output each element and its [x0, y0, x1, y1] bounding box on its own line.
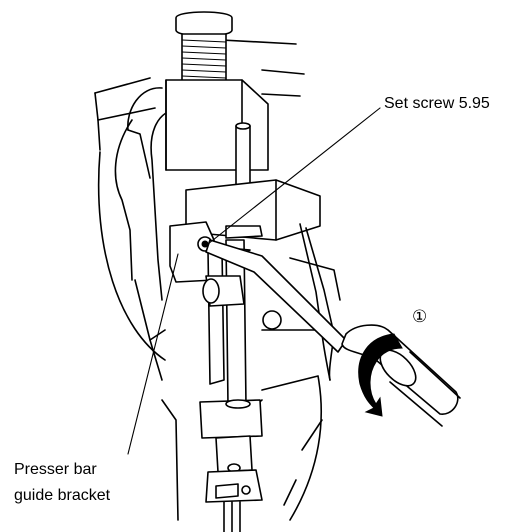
step-marker: ①	[412, 307, 427, 327]
machine-frame-lines	[94, 37, 305, 151]
counterclockwise-rotation-arrow-icon	[358, 333, 403, 417]
presser-bar-label-line2: guide bracket	[14, 487, 111, 504]
upper-block	[165, 79, 269, 171]
leader-lines	[127, 107, 381, 455]
presser-bar-label-line1: Presser bar	[14, 461, 97, 478]
presser-foot-assembly	[199, 399, 263, 532]
set-screw-label: Set screw 5.95	[384, 95, 490, 112]
side-collar	[202, 275, 282, 330]
top-knurled-screw	[175, 11, 233, 86]
